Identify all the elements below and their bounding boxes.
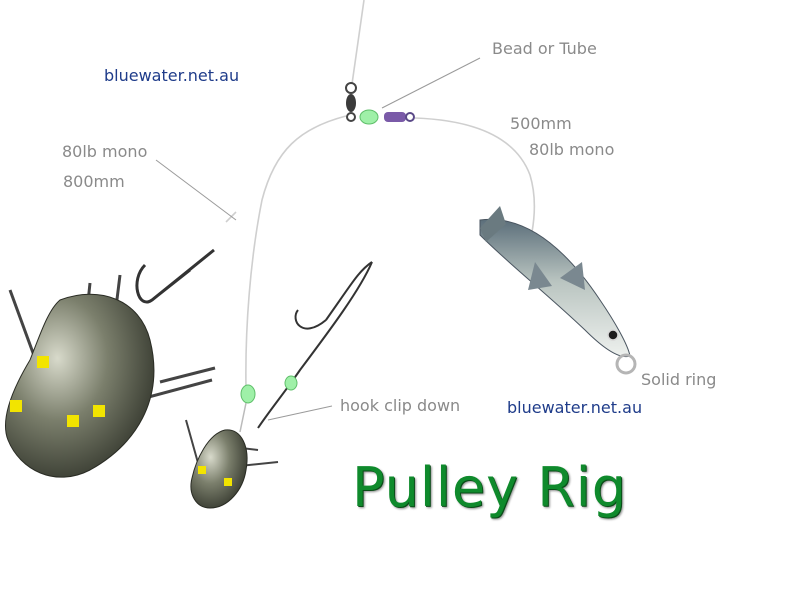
fish-eye — [607, 329, 619, 341]
bead-pointer — [381, 57, 481, 109]
snap-ring — [405, 112, 415, 122]
snap-swivel — [384, 112, 406, 122]
annotation-pointers — [155, 57, 481, 421]
yellow-tab — [10, 400, 22, 412]
swivel-body — [346, 94, 356, 112]
sinker-bead — [240, 384, 256, 404]
swivel-ring — [345, 82, 357, 94]
brand-watermark-top: bluewater.net.au — [104, 66, 240, 85]
trace-line — [414, 117, 536, 233]
label-main-line-strength: 80lb mono — [62, 142, 148, 161]
large-sinker-illustration — [4, 248, 216, 478]
fish-fin — [528, 262, 552, 290]
swivel-lower-ring — [346, 112, 356, 122]
dropper-line — [225, 211, 237, 223]
hook-clip-pointer — [267, 405, 333, 421]
clip-hook — [294, 261, 373, 330]
mono-pointer — [155, 159, 237, 221]
yellow-tab — [37, 356, 49, 368]
clip-wire — [257, 261, 373, 429]
yellow-tab — [67, 415, 79, 427]
label-bead-or-tube: Bead or Tube — [492, 39, 597, 58]
label-solid-ring: Solid ring — [641, 370, 717, 389]
fishing-lines — [225, 0, 536, 389]
label-hook-clip: hook clip down — [340, 396, 461, 415]
label-main-line-length: 800mm — [63, 172, 125, 191]
bait-fish-illustration — [479, 206, 637, 375]
main-line — [351, 0, 365, 85]
label-trace-strength: 80lb mono — [529, 140, 615, 159]
large-sinker-body — [4, 293, 155, 478]
fish-tail — [480, 206, 506, 242]
yellow-tab — [93, 405, 105, 417]
clip-bead — [284, 375, 298, 391]
diagram-title: Pulley Rig — [352, 456, 627, 519]
large-hook — [135, 248, 215, 304]
fish-fin — [560, 262, 585, 290]
solid-ring — [615, 353, 637, 375]
bead — [359, 109, 379, 125]
swivel-assembly — [345, 82, 415, 125]
small-sinker-body — [190, 429, 248, 509]
hook-clip-illustration — [257, 261, 373, 429]
leader-line — [245, 115, 347, 389]
small-sinker-illustration — [185, 384, 279, 509]
label-trace-length: 500mm — [510, 114, 572, 133]
brand-watermark-bottom: bluewater.net.au — [507, 398, 643, 417]
